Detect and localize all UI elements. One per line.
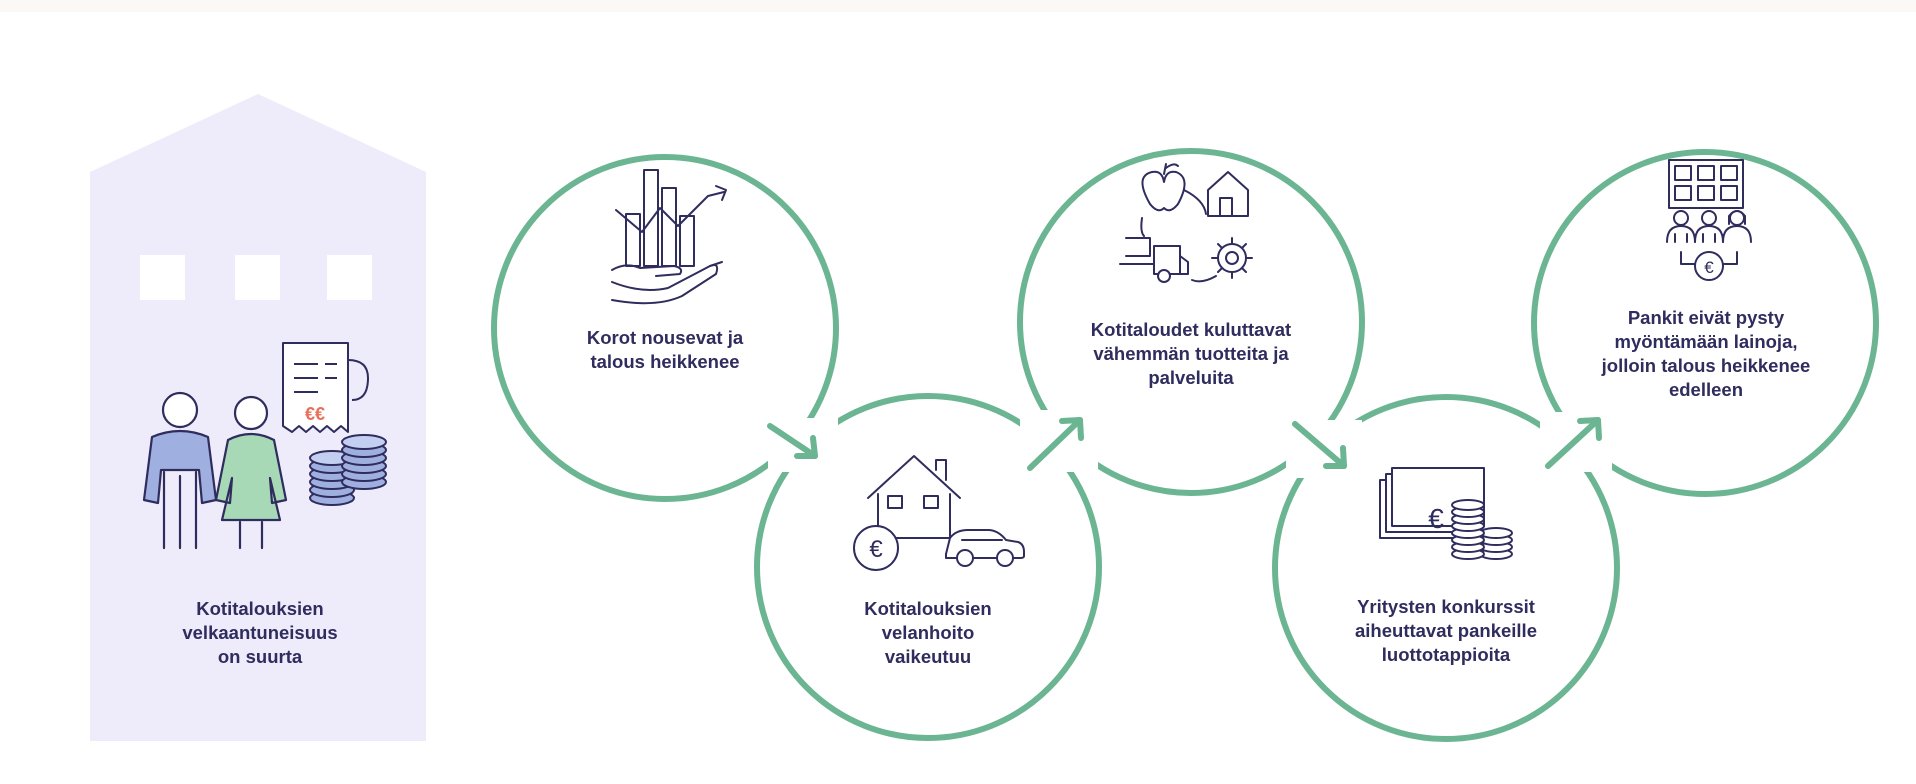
coins-icon xyxy=(309,434,387,506)
house-panel: €€ xyxy=(90,94,426,741)
arrow-1-to-2 xyxy=(767,423,818,459)
step-caption-4: Yritysten konkurssit aiheuttavat pankeil… xyxy=(1355,596,1537,665)
consumption-cycle-icon xyxy=(1119,163,1253,283)
step-circle-1 xyxy=(491,154,839,502)
person-head xyxy=(161,391,199,429)
step-circle-4 xyxy=(1272,394,1620,742)
person-right-body xyxy=(214,432,288,522)
step-caption-5: Pankit eivät pysty myöntämään lainoja, j… xyxy=(1601,307,1811,400)
euro-symbol: € xyxy=(1704,258,1714,277)
house-car-euro-icon xyxy=(853,455,1025,571)
step-circle-2 xyxy=(754,393,1102,741)
people-icon xyxy=(142,391,288,550)
step-caption-2: Kotitalouksien velanhoito vaikeutuu xyxy=(864,598,992,667)
coin-stack-right xyxy=(341,434,387,490)
coin-stack-left xyxy=(309,450,355,506)
house-window xyxy=(235,255,280,300)
flow-arrows xyxy=(767,417,1602,471)
house-window xyxy=(140,255,185,300)
house-caption: Kotitalouksien velkaantuneisuus on suurt… xyxy=(182,598,338,667)
house-window xyxy=(327,255,372,300)
person-head xyxy=(233,395,269,431)
arrow-2-to-3 xyxy=(1027,417,1084,471)
receipt-icon xyxy=(282,342,369,433)
euro-symbol: € xyxy=(869,536,883,563)
euro-symbol: € xyxy=(1428,503,1444,534)
step-circle-3 xyxy=(1017,148,1365,496)
step-caption-1: Korot nousevat ja talous heikkenee xyxy=(586,327,744,372)
flow-circles xyxy=(491,148,1879,742)
arrow-gaps xyxy=(768,410,1612,478)
banknotes-coins-icon xyxy=(1379,467,1513,560)
rising-chart-hand-icon xyxy=(611,169,727,305)
step-circle-5 xyxy=(1531,149,1879,497)
receipt-euro-symbol: €€ xyxy=(305,404,325,424)
top-band xyxy=(0,0,1916,12)
arrow-4-to-5 xyxy=(1545,417,1602,469)
bank-people-euro-icon xyxy=(1666,159,1752,281)
step-caption-3: Kotitaloudet kuluttavat vähemmän tuottei… xyxy=(1090,319,1292,388)
arrow-3-to-4 xyxy=(1292,421,1347,469)
person-left-body xyxy=(142,429,218,505)
